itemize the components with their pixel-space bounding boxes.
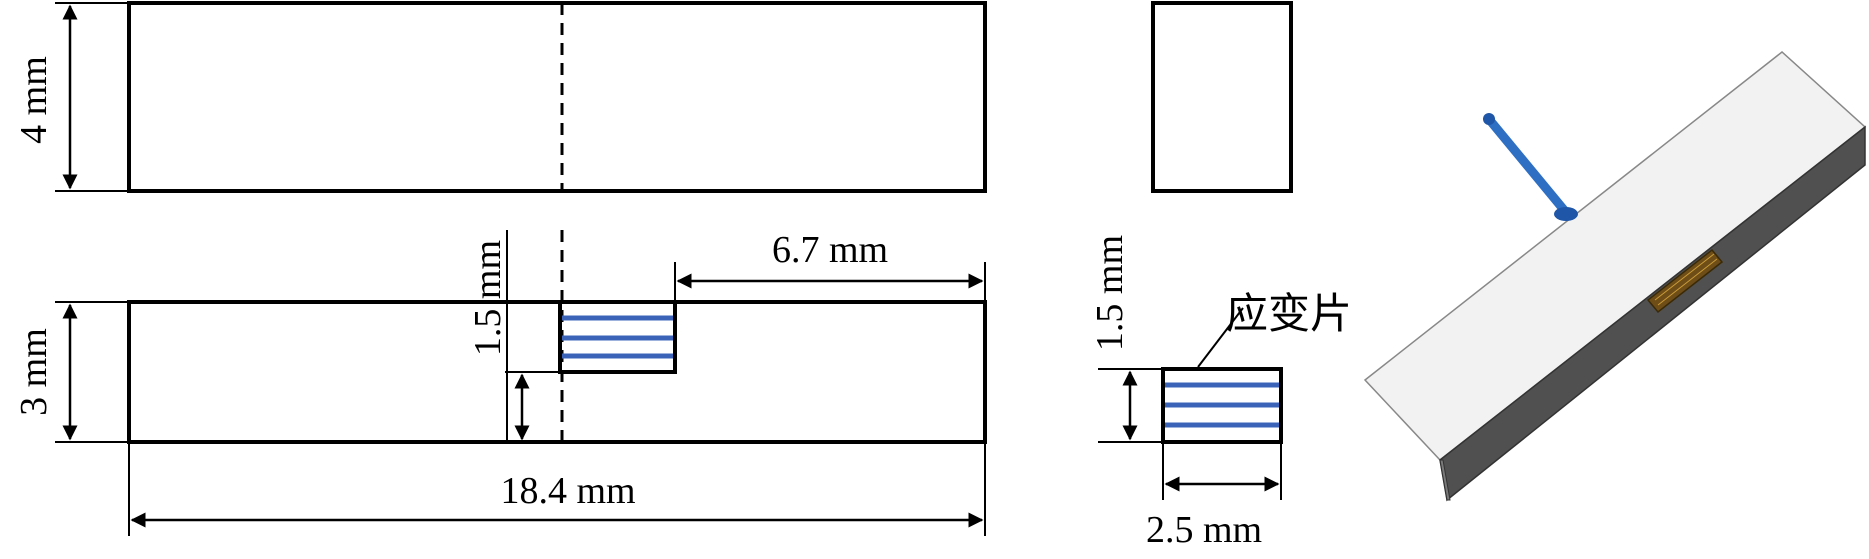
side-view: 1.5 mm 2.5 mm 应变片	[1089, 1, 1352, 551]
side-top-outline	[1151, 1, 1293, 193]
front-gauge-outline	[558, 300, 677, 374]
top-view: 4 mm	[13, 1, 987, 193]
gauge-width-label: 2.5 mm	[1146, 509, 1262, 551]
length-total-label: 18.4 mm	[500, 470, 635, 512]
height-side-label: 4 mm	[13, 56, 55, 144]
height-front-label: 3 mm	[13, 328, 55, 416]
gauge-patch	[1646, 248, 1724, 314]
top-view-outline	[127, 1, 987, 193]
gauge-patch-line	[1654, 253, 1715, 301]
rod-tip	[1483, 113, 1495, 125]
specimen-end-face	[1439, 459, 1451, 501]
front-view: 3 mm 1.5 mm 6.7 mm 18.4 mm	[13, 229, 987, 536]
strain-gauge-label: 应变片	[1226, 289, 1352, 338]
side-gauge-outline	[1161, 367, 1283, 444]
rod-base	[1554, 207, 1578, 221]
front-view-outline	[127, 300, 987, 444]
leader-line	[1197, 307, 1244, 368]
offset-right-label: 6.7 mm	[772, 229, 888, 271]
isometric-specimen	[1363, 51, 1867, 502]
rod-shaft	[1483, 113, 1569, 215]
specimen-top-face	[1363, 51, 1867, 462]
gauge-height-side-label: 1.5 mm	[1089, 235, 1131, 351]
gauge-patch-line	[1657, 258, 1718, 306]
gauge-height-front-label: 1.5 mm	[467, 240, 509, 356]
